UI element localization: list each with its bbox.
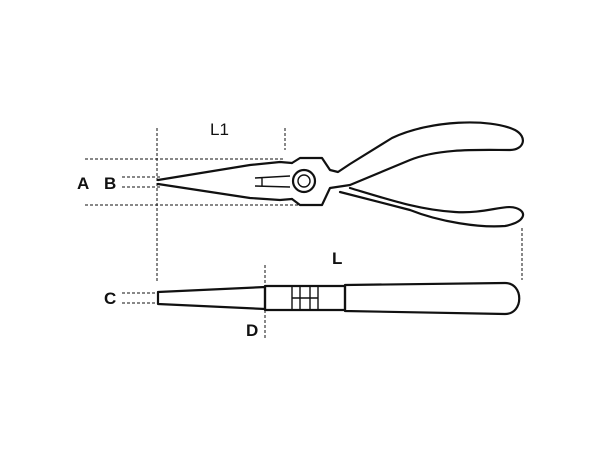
label-l1: L1 bbox=[210, 120, 229, 139]
dimension-lines bbox=[85, 128, 523, 340]
pliers-side-view bbox=[156, 281, 521, 316]
label-b: B bbox=[104, 174, 116, 193]
label-l: L bbox=[332, 249, 342, 268]
label-a: A bbox=[77, 174, 89, 193]
pliers-top-view bbox=[156, 121, 525, 228]
label-d: D bbox=[246, 321, 258, 340]
label-c: C bbox=[104, 289, 116, 308]
